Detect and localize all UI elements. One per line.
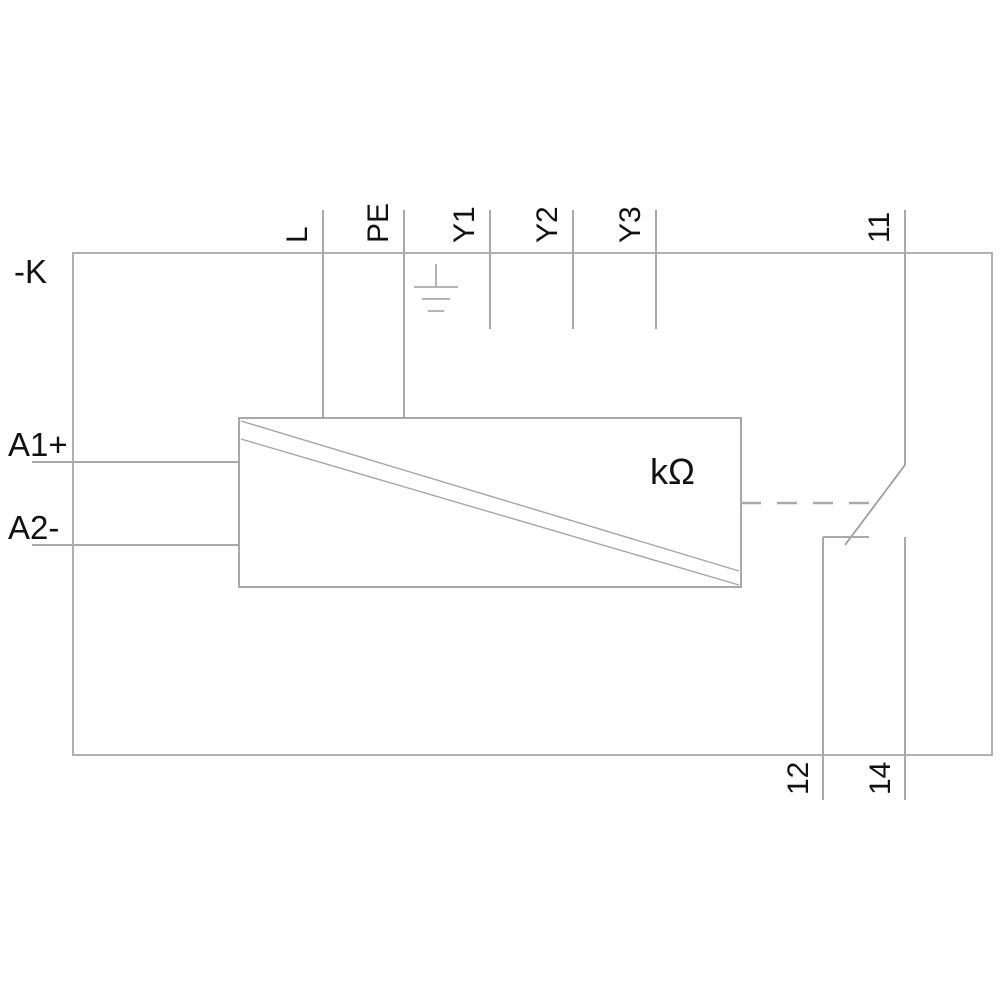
terminal-label-a1: A1+: [8, 426, 68, 463]
earth-ground-icon: [414, 264, 458, 312]
terminal-label-11: 11: [863, 212, 896, 243]
device-designation-label: -K: [14, 253, 47, 290]
terminal-label-pe: PE: [362, 203, 395, 243]
function-block-diagonal-upper: [240, 420, 740, 572]
terminal-label-y3: Y3: [614, 206, 647, 243]
terminal-label-y2: Y2: [531, 206, 564, 243]
terminal-label-y1: Y1: [448, 206, 481, 243]
function-block-diagonal-lower: [240, 438, 740, 586]
terminal-label-14: 14: [864, 762, 897, 795]
terminal-label-12: 12: [782, 762, 815, 795]
terminal-label-l: L: [281, 226, 314, 243]
unit-label: kΩ: [650, 451, 695, 492]
device-frame: [71, 251, 994, 757]
contact-arm: [844, 464, 906, 546]
terminal-label-a2: A2-: [8, 509, 59, 546]
